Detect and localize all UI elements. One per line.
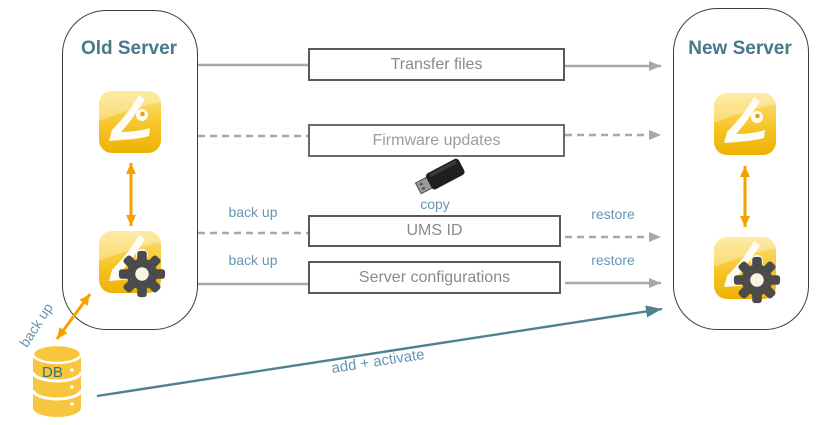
db-label: DB xyxy=(42,364,63,381)
step-box-firmware-updates: Firmware updates xyxy=(308,124,565,157)
ums-console-icon-old xyxy=(98,90,162,153)
step-box-server-configurations: Server configurations xyxy=(308,261,561,294)
db-backup-arrow xyxy=(55,293,92,340)
old-server-title: Old Server xyxy=(80,38,178,59)
step-label-firmware-updates: Firmware updates xyxy=(372,131,501,149)
backup-ums-label: back up xyxy=(228,204,278,220)
step-box-ums-id: UMS ID xyxy=(308,215,561,247)
restore-ums-label: restore xyxy=(591,206,635,222)
usb-stick-icon xyxy=(414,158,465,195)
copy-label: copy xyxy=(420,196,450,212)
add-activate-arrow xyxy=(96,305,663,398)
gear-icon-old xyxy=(118,250,166,298)
step-label-transfer-files: Transfer files xyxy=(390,55,483,73)
ums-console-icon-new xyxy=(713,92,777,155)
step-label-ums-id: UMS ID xyxy=(406,222,463,239)
backup-config-label: back up xyxy=(228,252,278,268)
new-server-title: New Server xyxy=(688,38,792,59)
database-icon: DB xyxy=(31,343,83,417)
step-label-server-configurations: Server configurations xyxy=(358,268,511,286)
restore-config-label: restore xyxy=(591,252,635,268)
gear-icon-new xyxy=(733,256,781,304)
step-box-transfer-files: Transfer files xyxy=(308,48,565,81)
